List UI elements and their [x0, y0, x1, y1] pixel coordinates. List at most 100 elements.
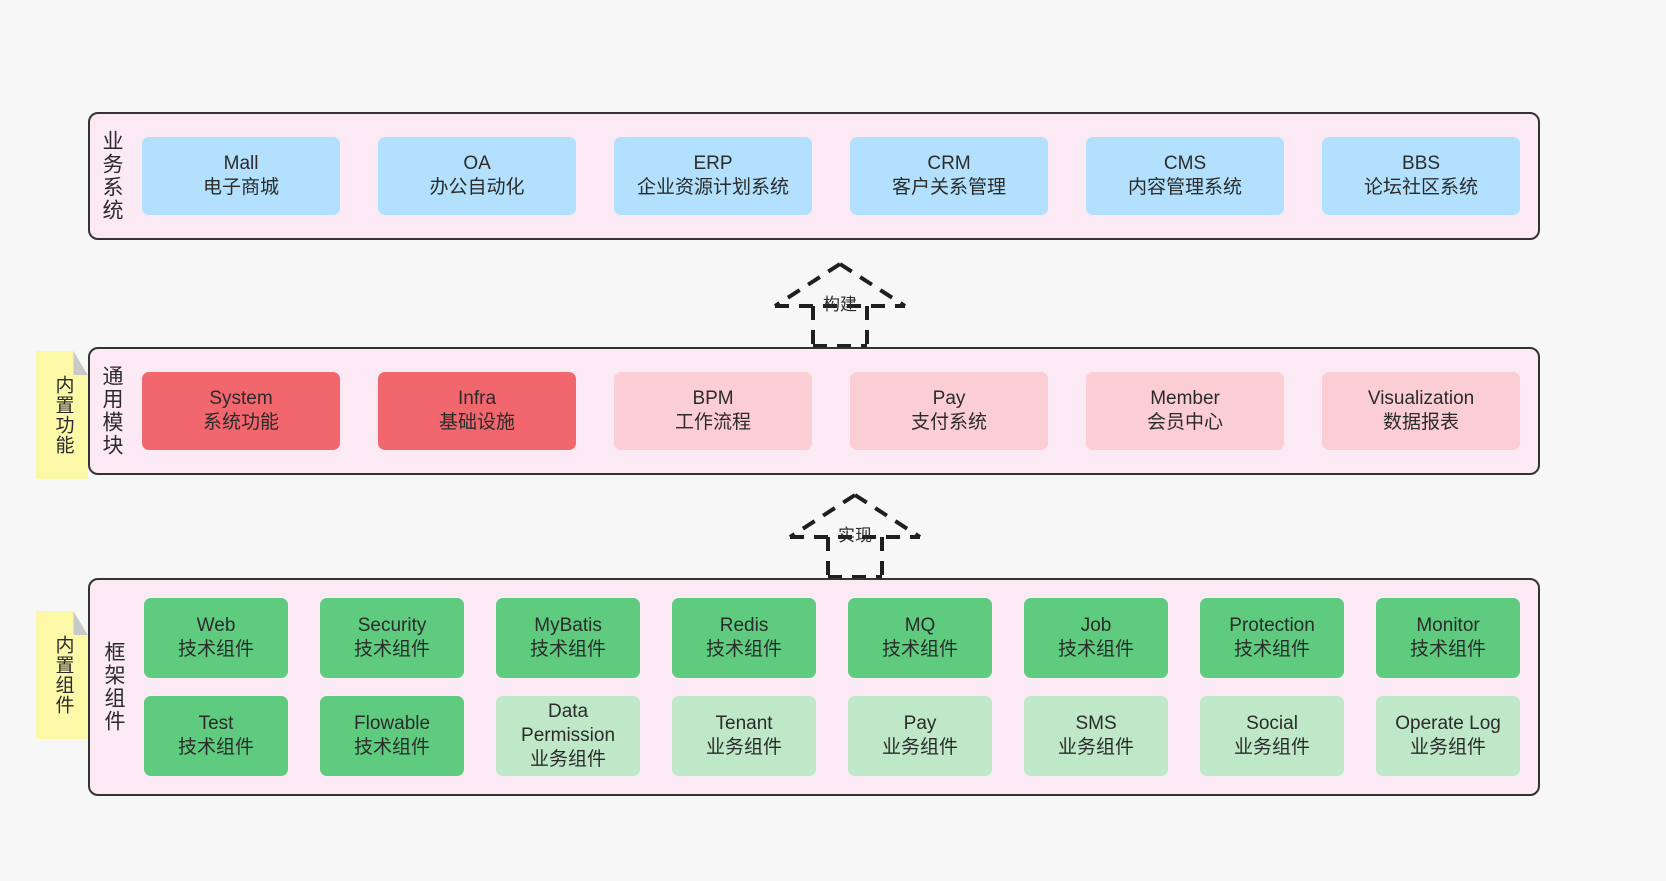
card-title-en: MyBatis	[534, 614, 602, 636]
card-security[interactable]: Security 技术组件	[320, 598, 465, 678]
card-crm[interactable]: CRM 客户关系管理	[850, 137, 1049, 215]
card-title-en: Security	[357, 614, 427, 636]
card-title-en: Tenant	[715, 712, 773, 734]
card-title-en: BBS	[1402, 152, 1441, 174]
card-title-cn: 数据报表	[1383, 412, 1460, 433]
card-data-permission[interactable]: Data Permission 业务组件	[496, 696, 641, 776]
business-card-list: Mall 电子商城 OA 办公自动化 ERP 企业资源计划系统 CRM 客户关系…	[128, 114, 1538, 238]
card-infra[interactable]: Infra 基础设施	[378, 372, 577, 450]
note-fold-icon	[73, 351, 88, 376]
card-redis[interactable]: Redis 技术组件	[672, 598, 817, 678]
card-bbs[interactable]: BBS 论坛社区系统	[1322, 137, 1521, 215]
card-title-cn: 工作流程	[675, 412, 752, 433]
card-title-en: Visualization	[1367, 387, 1475, 409]
card-monitor[interactable]: Monitor 技术组件	[1376, 598, 1521, 678]
card-social[interactable]: Social 业务组件	[1200, 696, 1345, 776]
note-builtin-features-label: 内置功能	[52, 375, 74, 455]
card-title-en: Pay	[903, 712, 937, 734]
card-visualization[interactable]: Visualization 数据报表	[1322, 372, 1521, 450]
card-title-en: BPM	[692, 387, 734, 409]
arrow-implement-icon	[788, 493, 922, 579]
card-mq[interactable]: MQ 技术组件	[848, 598, 993, 678]
card-mybatis[interactable]: MyBatis 技术组件	[496, 598, 641, 678]
card-title-en: Monitor	[1416, 614, 1480, 636]
card-title-en: Web	[196, 614, 236, 636]
arrow-build-label: 构建	[823, 295, 857, 314]
card-title-cn: 技术组件	[178, 737, 255, 758]
card-oa[interactable]: OA 办公自动化	[378, 137, 577, 215]
card-title-en: CMS	[1163, 152, 1207, 174]
uml-realization-arrow-implement: 实现	[760, 489, 950, 579]
card-title-en: ERP	[693, 152, 733, 174]
card-sms[interactable]: SMS 业务组件	[1024, 696, 1169, 776]
note-builtin-components-label: 内置组件	[52, 635, 74, 715]
card-title-cn: 业务组件	[1410, 737, 1487, 758]
note-fold-icon	[73, 611, 88, 636]
card-title-cn: 企业资源计划系统	[637, 177, 790, 198]
layer-common-modules: 通用模块 System 系统功能 Infra 基础设施 BPM 工作流程 Pay…	[88, 347, 1540, 475]
card-title-en: System	[209, 387, 273, 409]
card-title-cn: 业务组件	[882, 737, 959, 758]
card-title-cn: 支付系统	[911, 412, 988, 433]
layer-framework-title: 框架组件	[102, 641, 126, 733]
card-tenant[interactable]: Tenant 业务组件	[672, 696, 817, 776]
card-title-cn: 技术组件	[354, 639, 431, 660]
card-title-cn: 论坛社区系统	[1364, 177, 1479, 198]
card-title-cn: 业务组件	[1234, 737, 1311, 758]
card-flowable[interactable]: Flowable 技术组件	[320, 696, 465, 776]
card-title-en: Protection	[1229, 614, 1315, 636]
card-title-en: Redis	[719, 614, 769, 636]
card-mall[interactable]: Mall 电子商城	[142, 137, 341, 215]
card-title-cn: 办公自动化	[429, 177, 525, 198]
framework-row-business: Test 技术组件 Flowable 技术组件 Data Permission …	[134, 696, 1526, 776]
card-bpm[interactable]: BPM 工作流程	[614, 372, 813, 450]
card-title-cn: 技术组件	[1058, 639, 1135, 660]
card-web[interactable]: Web 技术组件	[144, 598, 289, 678]
card-title-en: Flowable	[354, 712, 431, 734]
card-title-cn: 基础设施	[439, 412, 516, 433]
card-protection[interactable]: Protection 技术组件	[1200, 598, 1345, 678]
arrow-build-icon	[773, 262, 907, 348]
card-title-cn: 技术组件	[530, 639, 607, 660]
card-title-cn: 技术组件	[1410, 639, 1487, 660]
card-title-cn: 技术组件	[178, 639, 255, 660]
uml-realization-arrow-build: 构建	[745, 258, 935, 348]
layer-framework-components: 框架组件 Web 技术组件 Security 技术组件 MyBatis 技术组件…	[88, 578, 1540, 796]
card-title-cn: 技术组件	[354, 737, 431, 758]
card-title-en: Pay	[932, 387, 966, 409]
card-title-cn: 电子商城	[203, 177, 280, 198]
card-job[interactable]: Job 技术组件	[1024, 598, 1169, 678]
card-title-cn: 内容管理系统	[1128, 177, 1243, 198]
layer-business-systems: 业务系统 Mall 电子商城 OA 办公自动化 ERP 企业资源计划系统 CRM…	[88, 112, 1540, 240]
card-pay[interactable]: Pay 支付系统	[850, 372, 1049, 450]
layer-business-title: 业务系统	[100, 130, 124, 222]
card-title-en: Test	[198, 712, 234, 734]
card-pay-component[interactable]: Pay 业务组件	[848, 696, 993, 776]
card-title-en: SMS	[1075, 712, 1117, 734]
card-title-en: OA	[463, 152, 491, 174]
card-title-cn: 技术组件	[706, 639, 783, 660]
card-erp[interactable]: ERP 企业资源计划系统	[614, 137, 813, 215]
card-title-cn: 业务组件	[1058, 737, 1135, 758]
card-title-cn: 系统功能	[203, 412, 280, 433]
framework-row-tech: Web 技术组件 Security 技术组件 MyBatis 技术组件 Redi…	[134, 598, 1526, 678]
card-title-en: Social	[1246, 712, 1298, 734]
card-cms[interactable]: CMS 内容管理系统	[1086, 137, 1285, 215]
framework-card-grid: Web 技术组件 Security 技术组件 MyBatis 技术组件 Redi…	[130, 580, 1538, 794]
card-operate-log[interactable]: Operate Log 业务组件	[1376, 696, 1521, 776]
card-title-cn: 技术组件	[882, 639, 959, 660]
card-title-en: MQ	[904, 614, 936, 636]
arrow-implement-label: 实现	[838, 526, 872, 545]
note-builtin-components: 内置组件	[36, 611, 88, 739]
common-module-list: System 系统功能 Infra 基础设施 BPM 工作流程 Pay 支付系统…	[128, 349, 1538, 473]
card-title-cn: 会员中心	[1147, 412, 1224, 433]
card-title-en: Operate Log	[1395, 712, 1501, 734]
card-title-en: Job	[1080, 614, 1112, 636]
card-title-en: Data Permission	[521, 700, 616, 746]
card-member[interactable]: Member 会员中心	[1086, 372, 1285, 450]
card-title-en: Infra	[458, 387, 497, 409]
card-system[interactable]: System 系统功能	[142, 372, 341, 450]
card-test[interactable]: Test 技术组件	[144, 696, 289, 776]
note-builtin-features: 内置功能	[36, 351, 88, 479]
card-title-en: Mall	[223, 152, 259, 174]
